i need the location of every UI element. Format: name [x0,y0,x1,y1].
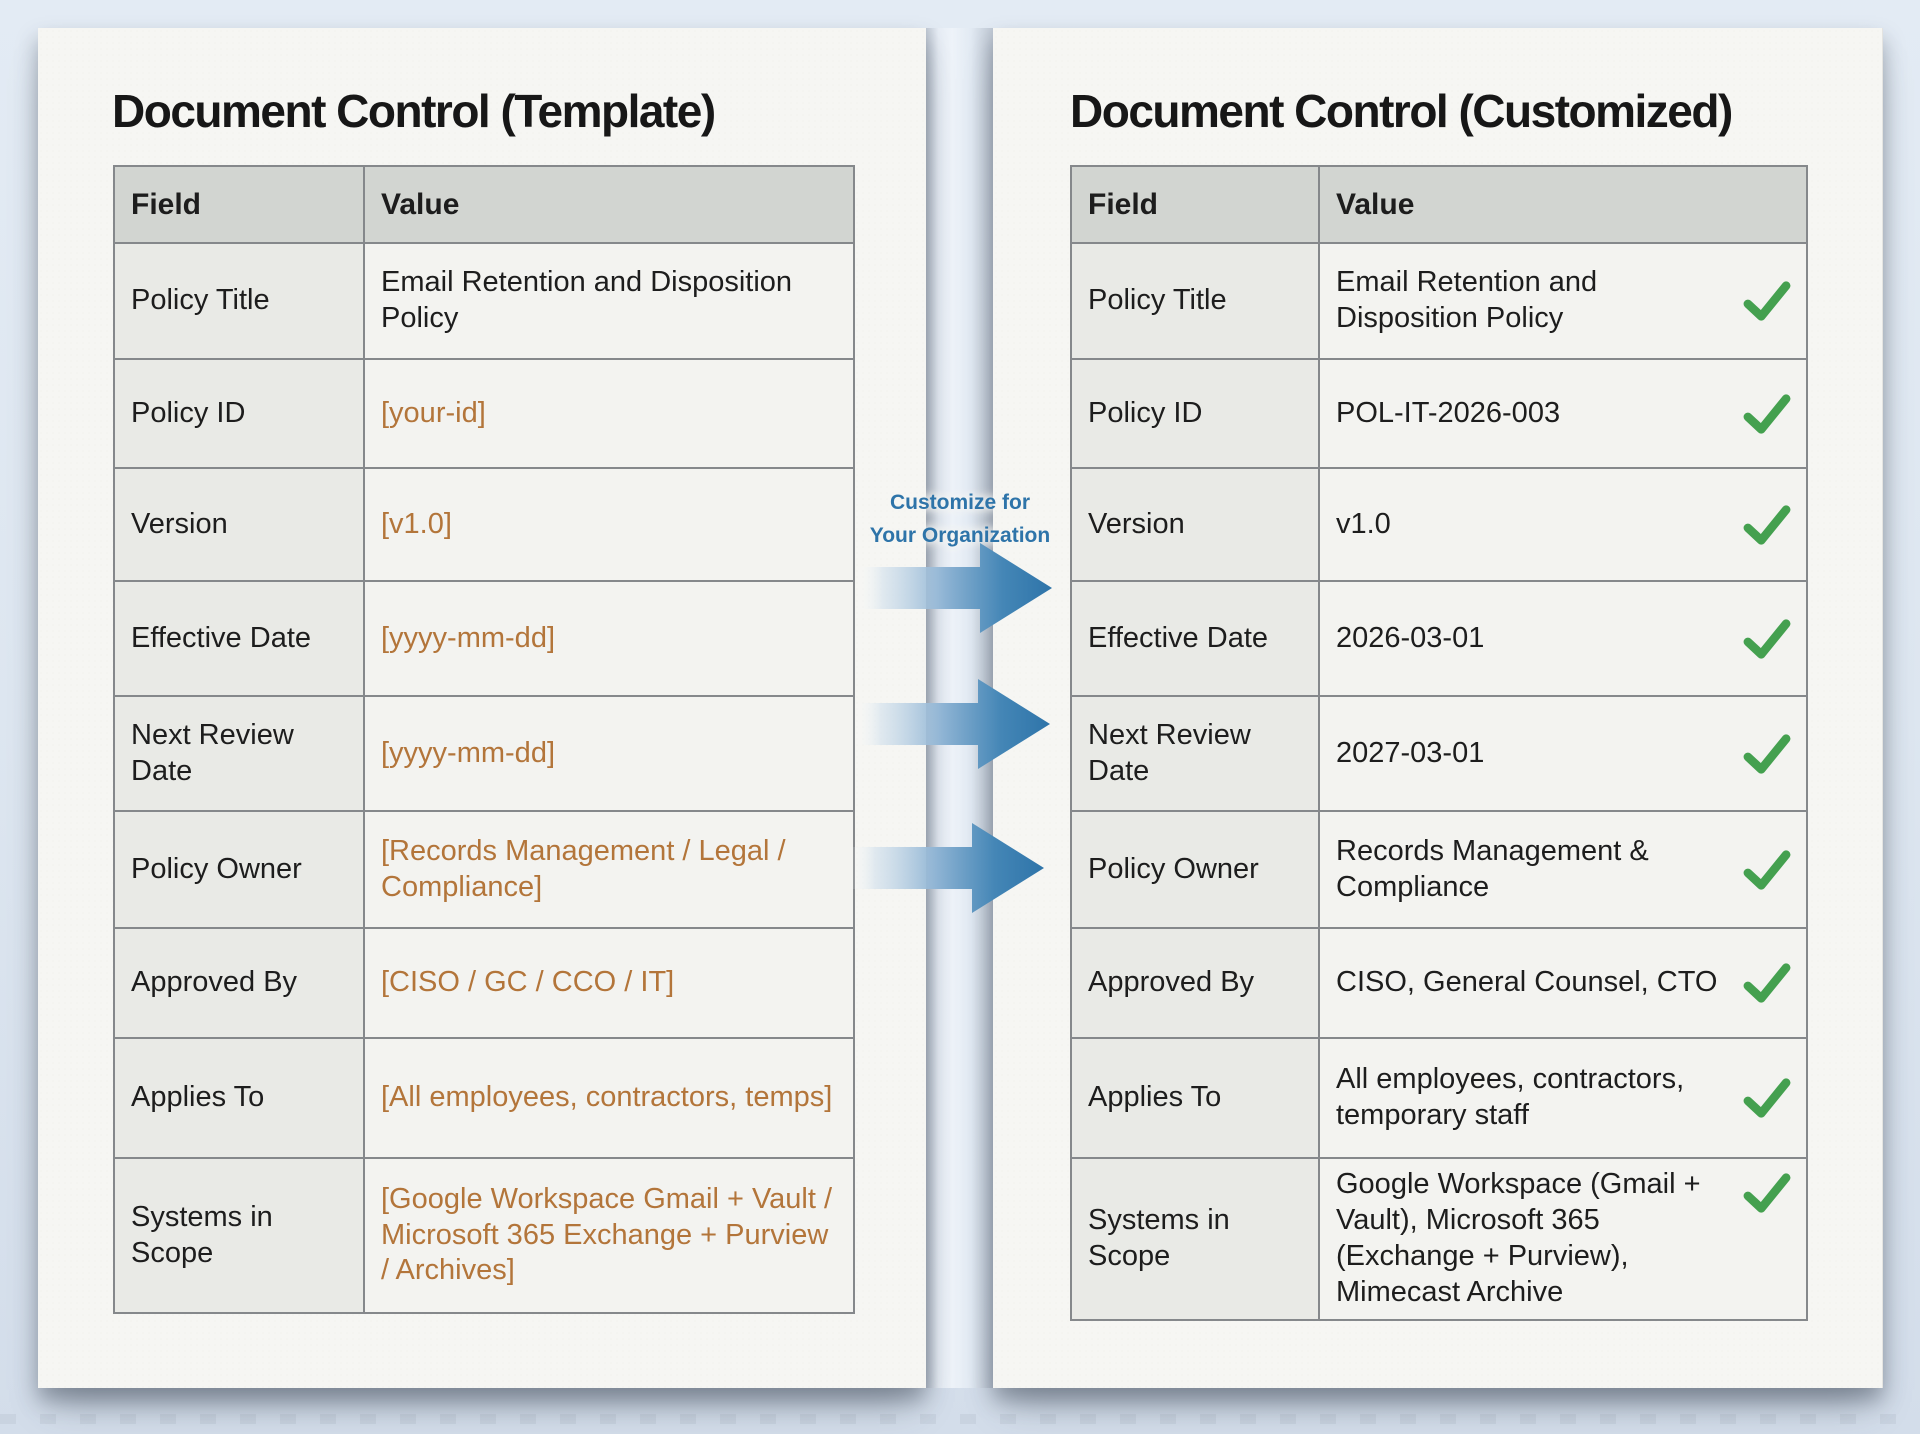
template-document: Document Control (Template) Field Value … [38,28,926,1388]
field-value-placeholder: [yyyy-mm-dd] [363,695,855,812]
field-label: Approved By [113,927,365,1039]
check-icon [1742,392,1792,436]
field-label: Applies To [113,1037,365,1159]
table-row: Effective Date [yyyy-mm-dd] [113,580,855,697]
check-icon [1742,617,1792,661]
field-label: Policy Owner [113,810,365,929]
column-header-field: Field [1070,165,1320,244]
table-row: Approved By CISO, General Counsel, CTO [1070,927,1808,1039]
table-row: Next Review Date 2027-03-01 [1070,695,1808,812]
field-value: All employees, contractors, temporary st… [1318,1037,1808,1159]
arrow-right-icon [848,823,1044,913]
customize-label-line2: Your Organization [869,524,1051,547]
column-header-value: Value [363,165,855,244]
field-label: Effective Date [113,580,365,697]
field-label: Approved By [1070,927,1320,1039]
table-row: Policy Title Email Retention and Disposi… [113,242,855,360]
value-text: Google Workspace (Gmail + Vault), Micros… [1336,1168,1701,1308]
field-label: Next Review Date [113,695,365,812]
column-header-value: Value [1318,165,1808,244]
field-value: Records Management & Compliance [1318,810,1808,929]
table-row: Approved By [CISO / GC / CCO / IT] [113,927,855,1039]
field-value: CISO, General Counsel, CTO [1318,927,1808,1039]
field-label: Applies To [1070,1037,1320,1159]
check-icon [1742,279,1792,323]
field-value-placeholder: [v1.0] [363,467,855,582]
value-text: Records Management & Compliance [1336,834,1649,903]
field-value-placeholder: [yyyy-mm-dd] [363,580,855,697]
table-row: Systems in Scope Google Workspace (Gmail… [1070,1157,1808,1321]
check-icon [1742,1171,1792,1215]
field-value: POL-IT-2026-003 [1318,358,1808,469]
customized-table: Field Value Policy Title Email Retention… [1070,165,1808,1321]
table-row: Policy ID POL-IT-2026-003 [1070,358,1808,469]
table-row: Systems in Scope [Google Workspace Gmail… [113,1157,855,1314]
field-label: Version [113,467,365,582]
value-text: POL-IT-2026-003 [1336,396,1561,429]
field-label: Version [1070,467,1320,582]
table-row: Effective Date 2026-03-01 [1070,580,1808,697]
table-row: Policy Title Email Retention and Disposi… [1070,242,1808,360]
table-row: Policy ID [your-id] [113,358,855,469]
customized-document: Document Control (Customized) Field Valu… [993,28,1883,1388]
table-row: Policy Owner [Records Management / Legal… [113,810,855,929]
arrow-right-icon [854,679,1050,769]
value-text: 2026-03-01 [1336,621,1485,654]
check-icon [1742,1076,1792,1120]
field-value-placeholder: [Records Management / Legal / Compliance… [363,810,855,929]
table-row: Version [v1.0] [113,467,855,582]
arrow-right-icon [856,543,1052,633]
customize-label: Customize for Your Organization [810,486,1110,552]
check-icon [1742,732,1792,776]
field-value-placeholder: [your-id] [363,358,855,469]
field-value: Email Retention and Disposition Policy [363,242,855,360]
value-text: Email Retention and Disposition Policy [1336,266,1598,334]
field-label: Effective Date [1070,580,1320,697]
check-icon [1742,848,1792,892]
field-value-placeholder: [CISO / GC / CCO / IT] [363,927,855,1039]
value-text: CISO, General Counsel, CTO [1336,966,1718,999]
field-value: 2026-03-01 [1318,580,1808,697]
field-label: Policy Owner [1070,810,1320,929]
template-title: Document Control (Template) [112,85,716,137]
field-label: Systems in Scope [113,1157,365,1314]
table-row: Applies To [All employees, contractors, … [113,1037,855,1159]
value-text: v1.0 [1336,507,1391,540]
field-value: 2027-03-01 [1318,695,1808,812]
field-value: Email Retention and Disposition Policy [1318,242,1808,360]
value-text: All employees, contractors, temporary st… [1336,1063,1685,1131]
table-row: Version v1.0 [1070,467,1808,582]
customized-title: Document Control (Customized) [1070,85,1733,137]
field-label: Policy Title [1070,242,1320,360]
header-row: Field Value [1070,165,1808,244]
check-icon [1742,503,1792,547]
table-row: Next Review Date [yyyy-mm-dd] [113,695,855,812]
field-value: Google Workspace (Gmail + Vault), Micros… [1318,1157,1808,1321]
field-label: Next Review Date [1070,695,1320,812]
header-row: Field Value [113,165,855,244]
bottom-texture [0,1414,1920,1424]
field-label: Policy ID [113,358,365,469]
table-row: Policy Owner Records Management & Compli… [1070,810,1808,929]
field-label: Policy ID [1070,358,1320,469]
template-table: Field Value Policy Title Email Retention… [113,165,855,1314]
column-header-field: Field [113,165,365,244]
customize-label-line1: Customize for [889,491,1030,514]
field-label: Systems in Scope [1070,1157,1320,1321]
check-icon [1742,961,1792,1005]
field-value: v1.0 [1318,467,1808,582]
field-value-placeholder: [Google Workspace Gmail + Vault / Micros… [363,1157,855,1314]
field-value-placeholder: [All employees, contractors, temps] [363,1037,855,1159]
value-text: 2027-03-01 [1336,736,1485,769]
table-row: Applies To All employees, contractors, t… [1070,1037,1808,1159]
field-label: Policy Title [113,242,365,360]
